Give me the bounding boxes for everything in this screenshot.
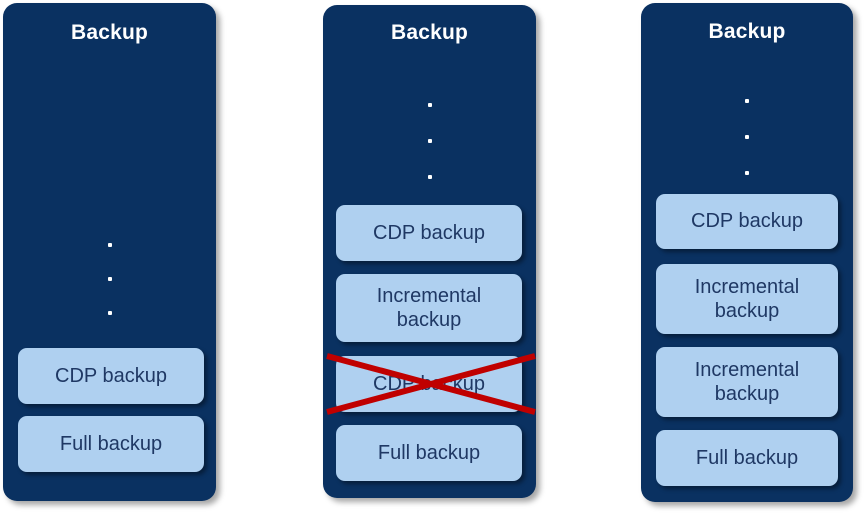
panel-3-ellipsis (641, 99, 853, 175)
panel-2-ellipsis (323, 103, 536, 179)
ellipsis-dot (427, 139, 432, 143)
ellipsis-dot (107, 311, 112, 315)
ellipsis-dot (107, 277, 112, 281)
backup-item-box[interactable]: Incremental backup (336, 274, 522, 342)
backup-item-box[interactable]: CDP backup (656, 194, 838, 249)
ellipsis-dot (745, 171, 749, 175)
backup-item-box[interactable]: Full backup (18, 416, 204, 472)
panel-1-title: Backup (70, 21, 149, 44)
backup-item-box[interactable]: Incremental backup (656, 347, 838, 417)
backup-item-box[interactable]: CDP backup (336, 205, 522, 261)
backup-panel-2: Backup CDP backup Incremental backup CDP… (323, 5, 536, 498)
ellipsis-dot (427, 103, 432, 107)
ellipsis-dot (107, 243, 112, 247)
backup-item-box[interactable]: CDP backup (18, 348, 204, 404)
ellipsis-dot (745, 99, 749, 103)
panel-2-title: Backup (390, 21, 469, 44)
panel-1-ellipsis (3, 243, 216, 315)
backup-panel-1: Backup CDP backup Full backup (3, 3, 216, 501)
panel-3-title: Backup (708, 20, 786, 43)
backup-item-box[interactable]: Incremental backup (656, 264, 838, 334)
backup-item-box[interactable]: Full backup (656, 430, 838, 486)
ellipsis-dot (427, 175, 432, 179)
backup-item-box-struck[interactable]: CDP backup (336, 356, 522, 412)
backup-panel-3: Backup CDP backup Incremental backup Inc… (641, 3, 853, 502)
ellipsis-dot (745, 135, 749, 139)
backup-item-box[interactable]: Full backup (336, 425, 522, 481)
